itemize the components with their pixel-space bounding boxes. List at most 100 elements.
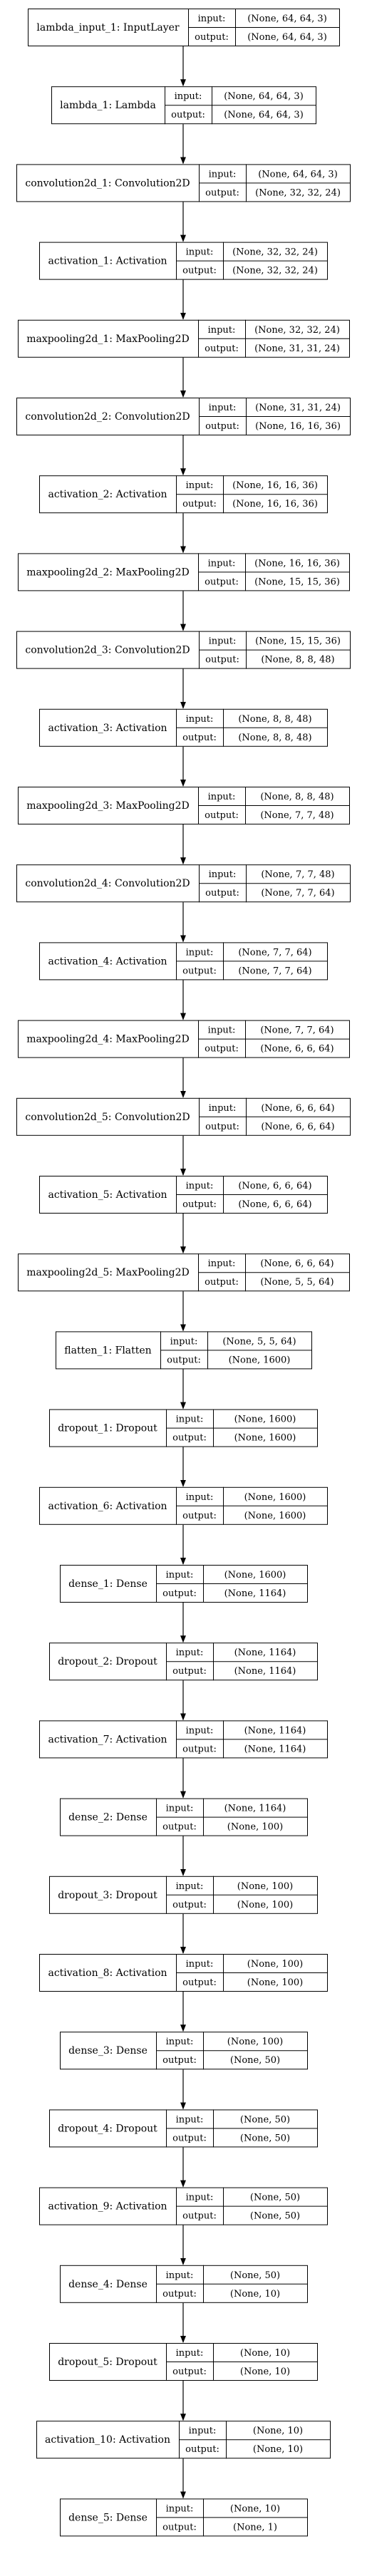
- output-label: output:: [205, 888, 239, 899]
- layer-name: maxpooling2d_2: MaxPooling2D: [26, 567, 190, 578]
- layer-node: activation_1: Activationinput:output:(No…: [39, 242, 328, 280]
- input-label: input:: [208, 792, 236, 802]
- layer-name: maxpooling2d_3: MaxPooling2D: [26, 800, 190, 812]
- input-shape: (None, 1164): [224, 1804, 286, 1814]
- layer-name: convolution2d_1: Convolution2D: [25, 177, 190, 189]
- output-label: output:: [205, 810, 239, 821]
- layer-node: activation_8: Activationinput:output:(No…: [39, 1954, 328, 1992]
- output-label: output:: [205, 655, 239, 666]
- output-label: output:: [162, 1822, 197, 1833]
- layer-node: convolution2d_3: Convolution2Dinput:outp…: [16, 631, 351, 669]
- layer-node: convolution2d_2: Convolution2D input: outp…: [16, 398, 351, 435]
- output-shape: (None, 16, 16, 36): [232, 499, 318, 509]
- input-shape: (None, 16, 16, 36): [232, 480, 318, 491]
- input-shape: (None, 8, 8, 48): [238, 714, 311, 725]
- layer-node: dropout_2: Dropout input: output: (None, 11…: [49, 1643, 318, 1681]
- input-label: input:: [176, 1881, 204, 1892]
- output-label: output:: [205, 1044, 239, 1055]
- input-shape: (None, 6, 6, 64): [261, 1103, 334, 1114]
- input-label: input:: [166, 2270, 194, 2281]
- layer-name: dropout_5: Dropout: [58, 2357, 157, 2368]
- layer-name: dropout_2: Dropout: [58, 1656, 157, 1667]
- output-shape: (None, 7, 7, 48): [260, 810, 334, 821]
- layer-node: activation_4: Activationinput:output:(No…: [39, 942, 328, 981]
- output-label: output:: [205, 1277, 239, 1288]
- output-shape: (None, 1600): [229, 1355, 291, 1365]
- output-label: output:: [172, 1900, 207, 1910]
- output-label: output:: [182, 733, 217, 743]
- output-shape: (None, 32, 32, 24): [255, 187, 341, 198]
- output-label: output:: [172, 2133, 207, 2143]
- layer-name: convolution2d_5: Convolution2D: [25, 1112, 190, 1123]
- input-shape: (None, 7, 7, 64): [238, 947, 311, 958]
- output-shape: (None, 50): [250, 2211, 300, 2222]
- output-shape: (None, 6, 6, 64): [238, 1199, 311, 1210]
- input-label: input:: [209, 169, 237, 180]
- layer-name: convolution2d_3: Convolution2D: [25, 645, 190, 656]
- input-shape: (None, 10): [230, 2503, 280, 2514]
- layer-name: maxpooling2d_1: MaxPooling2D: [26, 333, 190, 345]
- input-shape: (None, 64, 64, 3): [247, 14, 327, 24]
- output-shape: (None, 32, 32, 24): [232, 266, 318, 276]
- input-shape: (None, 5, 5, 64): [222, 1336, 296, 1347]
- layer-node: maxpooling2d_4: MaxPooling2Dinput:output…: [18, 1020, 350, 1058]
- output-label: output:: [182, 266, 217, 276]
- input-shape: (None, 6, 6, 64): [260, 1258, 334, 1269]
- input-label: input:: [176, 1647, 204, 1658]
- output-label: output:: [205, 421, 239, 432]
- input-label: input:: [166, 2503, 194, 2514]
- output-shape: (None, 7, 7, 64): [238, 966, 311, 976]
- output-shape: (None, 50): [230, 2055, 280, 2066]
- layer-node: activation_5: Activationinput:output:(No…: [39, 1176, 328, 1214]
- layer-name: activation_7: Activation: [48, 1734, 167, 1745]
- input-shape: (None, 100): [247, 1959, 304, 1970]
- output-shape: (None, 6, 6, 64): [260, 1044, 334, 1055]
- layer-name: activation_4: Activation: [48, 956, 167, 967]
- input-shape: (None, 64, 64, 3): [224, 91, 304, 102]
- input-shape: (None, 1164): [244, 1725, 306, 1736]
- layer-node: activation_2: Activationinput:output:(No…: [39, 475, 328, 514]
- input-label: input:: [186, 947, 214, 958]
- output-label: output:: [182, 1199, 217, 1210]
- input-label: input:: [186, 714, 214, 725]
- output-shape: (None, 1600): [244, 1511, 306, 1521]
- input-label: input:: [186, 1725, 214, 1736]
- output-shape: (None, 31, 31, 24): [254, 343, 340, 354]
- output-shape: (None, 6, 6, 64): [261, 1122, 334, 1132]
- layer-name: activation_2: Activation: [48, 489, 167, 500]
- input-label: input:: [175, 91, 202, 102]
- output-shape: (None, 100): [247, 1977, 304, 1988]
- output-label: output:: [172, 1666, 207, 1677]
- output-shape: (None, 1164): [224, 1588, 286, 1599]
- layer-node: activation_7: Activationinput:output:(No…: [39, 1720, 328, 1759]
- layer-name: activation_8: Activation: [48, 1967, 167, 1979]
- input-shape: (None, 10): [253, 2426, 303, 2436]
- layer-name: lambda_input_1: InputLayer: [36, 22, 180, 33]
- output-shape: (None, 100): [227, 1822, 284, 1833]
- output-shape: (None, 64, 64, 3): [224, 110, 304, 120]
- output-shape: (None, 16, 16, 36): [255, 421, 341, 432]
- layer-name: dense_3: Dense: [68, 2045, 148, 2057]
- layer-node: activation_6: Activationinput:output:(No…: [39, 1486, 328, 1525]
- layer-node: lambda_input_1: InputLayerinput:output:(…: [28, 9, 340, 46]
- layer-name: activation_9: Activation: [48, 2201, 167, 2213]
- layer-name: dropout_1: Dropout: [58, 1423, 157, 1434]
- layer-name: convolution2d_2: Convolution2D: [25, 411, 190, 423]
- output-shape: (None, 50): [240, 2133, 290, 2143]
- layer-name: maxpooling2d_5: MaxPooling2D: [26, 1267, 190, 1278]
- output-label: output:: [167, 1355, 201, 1365]
- output-label: output:: [182, 2211, 217, 2222]
- input-label: input:: [186, 247, 214, 258]
- input-label: input:: [209, 403, 237, 413]
- output-shape: (None, 5, 5, 64): [260, 1277, 334, 1288]
- output-label: output:: [195, 32, 229, 43]
- input-shape: (None, 64, 64, 3): [258, 169, 338, 180]
- output-shape: (None, 1164): [234, 1666, 296, 1677]
- output-label: output:: [205, 1122, 239, 1132]
- output-label: output:: [162, 2522, 197, 2533]
- output-shape: (None, 1164): [244, 1744, 306, 1754]
